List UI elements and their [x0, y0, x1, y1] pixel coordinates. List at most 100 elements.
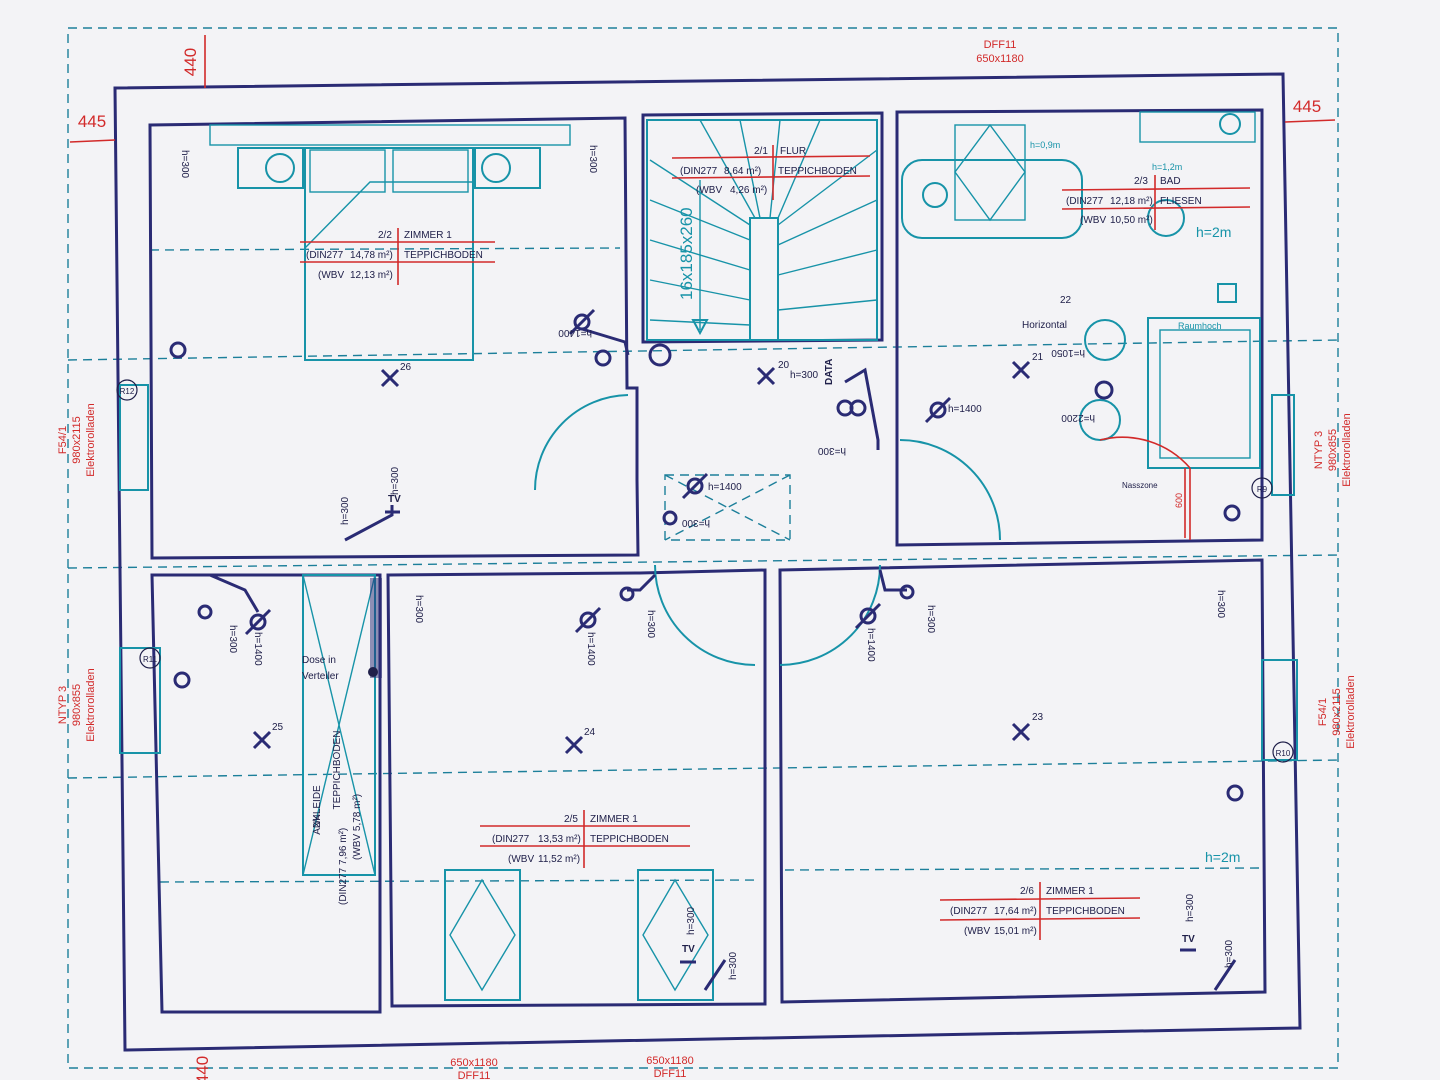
room-table-zimmer-top: 2/2 ZIMMER 1 (DIN277 14,78 m²) TEPPICHBO…	[306, 230, 483, 281]
bed-bottom-right	[637, 869, 714, 1001]
ankleide-cabinet	[302, 574, 376, 876]
ceiling-light-26-icon	[380, 368, 400, 388]
toilet-icon	[1147, 199, 1185, 237]
wire-tv-right	[1213, 959, 1237, 991]
stair-well	[749, 217, 779, 341]
socket-bottom-icon	[619, 586, 635, 602]
bottom-offset-dim: 440	[193, 1056, 212, 1080]
axis-line-upper	[67, 339, 1341, 361]
svg-text:TEPPICHBODEN: TEPPICHBODEN	[404, 250, 483, 261]
switch-wire-top	[581, 327, 630, 356]
r9-label: R9	[1257, 485, 1268, 494]
h1400-label-1: h=1400	[558, 327, 592, 338]
stair-arrow-icon	[691, 319, 709, 336]
switch-flur-icon	[686, 477, 704, 495]
svg-text:(DIN277: (DIN277	[492, 834, 530, 845]
nasszone-arc	[1099, 436, 1191, 469]
h1400-label-3: h=1400	[708, 482, 742, 493]
door-swing-zimmer-right[interactable]	[779, 564, 881, 666]
rollo-marker-r12-icon	[116, 379, 138, 401]
rollo-switch-r12-icon	[169, 341, 187, 359]
socket-left-icon	[197, 604, 213, 620]
dim-left-offset-line	[69, 139, 116, 143]
left-upper-window-1: F54/1	[57, 426, 69, 454]
svg-text:TEPPICHBODEN: TEPPICHBODEN	[590, 834, 669, 845]
svg-text:(DIN277: (DIN277	[306, 250, 344, 261]
right-upper-window-1: NTYP 3	[1313, 431, 1325, 469]
rollo-switch-r10-icon	[1226, 784, 1244, 802]
switch-bad-icon	[929, 401, 947, 419]
top-window-name: DFF11	[984, 39, 1017, 51]
svg-text:13,53 m²): 13,53 m²)	[538, 834, 581, 845]
h1050-label: h=1050	[1051, 347, 1085, 358]
svg-text:(WBV: (WBV	[318, 270, 344, 281]
bed-bottom-right-diamond	[642, 878, 709, 992]
nightstand-right	[474, 147, 541, 189]
attic-hatch-diag2	[664, 474, 791, 541]
svg-text:2/6: 2/6	[1020, 886, 1034, 897]
h2m-label-bad: h=2m	[1196, 224, 1231, 240]
bottom-window-1-name: DFF11	[458, 1070, 491, 1080]
svg-text:2/4: 2/4	[312, 814, 323, 828]
window-right-upper	[1271, 394, 1295, 496]
room-flur-stair-wall	[641, 111, 884, 344]
shower-cabin	[1147, 317, 1261, 469]
door-swing-zimmer-bottom[interactable]	[654, 564, 756, 666]
h1400-label-6: h=1400	[865, 628, 876, 662]
light-number-25: 25	[272, 722, 284, 733]
switch-bottom-slash	[574, 606, 602, 634]
h1400-label-5: h=1400	[585, 632, 596, 666]
table-bad-top-line	[1061, 187, 1251, 191]
svg-text:ZIMMER 1: ZIMMER 1	[1046, 886, 1094, 897]
table-bad-mid-line	[1061, 206, 1251, 210]
dim-600-label: 600	[1174, 493, 1184, 508]
ceiling-light-23-icon	[1011, 722, 1031, 742]
dose-label-2: Verteiler	[302, 671, 339, 682]
switch-right-slash	[854, 602, 882, 630]
svg-text:11,52 m²): 11,52 m²)	[538, 854, 580, 865]
room-table-flur: 2/1 FLUR (DIN277 8,64 m²) TEPPICHBODEN (…	[680, 146, 857, 196]
h2m-label-right: h=2m	[1205, 849, 1240, 865]
ceiling-light-24-icon	[564, 735, 584, 755]
wire-data	[844, 367, 880, 450]
svg-text:ZIMMER 1: ZIMMER 1	[404, 230, 452, 241]
bed-top	[304, 147, 474, 361]
bed-bottom-left-diamond	[449, 878, 516, 992]
h12-label: h=1,2m	[1152, 162, 1182, 172]
door-swing-bad[interactable]	[899, 439, 1001, 541]
lamp-right-icon	[481, 153, 511, 183]
left-offset-dim: 445	[78, 112, 106, 131]
top-offset-dim: 440	[181, 48, 200, 76]
room-left-bottom-wall	[150, 573, 382, 1014]
svg-text:(DIN277: (DIN277	[950, 906, 988, 917]
svg-text:(WBV: (WBV	[696, 185, 722, 196]
wire-bottom	[627, 573, 657, 592]
wire-left	[209, 573, 260, 613]
rollo-marker-r10-icon	[1272, 741, 1294, 763]
r11-label: R11	[143, 655, 158, 664]
h300-label-7: h=300	[340, 496, 351, 525]
svg-text:12,13 m²): 12,13 m²)	[350, 270, 393, 281]
svg-text:ANKLEIDE: ANKLEIDE	[312, 785, 323, 835]
svg-text:15,01 m²): 15,01 m²)	[994, 926, 1037, 937]
left-lower-window-2: 980x855	[71, 684, 83, 726]
ankleide-table: ANKLEIDE TEPPICHBODEN 2/4 (DIN277 7,96 m…	[312, 731, 363, 905]
left-lower-window-1: NTYP 3	[57, 686, 69, 724]
pillow-left	[309, 149, 386, 193]
svg-text:17,64 m²): 17,64 m²)	[994, 906, 1037, 917]
rollo-marker-r9-icon	[1251, 477, 1273, 499]
wire-right	[878, 569, 907, 592]
svg-text:FLIESEN: FLIESEN	[1160, 196, 1202, 207]
ankleide-diag2	[302, 574, 376, 876]
attic-hatch-diag1	[664, 474, 791, 541]
switch-bad-slash	[924, 396, 952, 424]
svg-text:(DIN277: (DIN277	[1066, 196, 1104, 207]
door-swing-zimmer-top[interactable]	[534, 394, 629, 491]
switch-flur-slash	[681, 472, 709, 500]
switch-bottom-icon	[579, 611, 597, 629]
window-right-lower	[1261, 659, 1298, 761]
right-lower-window-1: F54/1	[1317, 698, 1329, 726]
right-lower-window-3: Elektrorolladen	[1345, 675, 1357, 748]
shower-tray	[954, 124, 1026, 221]
svg-text:2/5: 2/5	[564, 814, 578, 825]
